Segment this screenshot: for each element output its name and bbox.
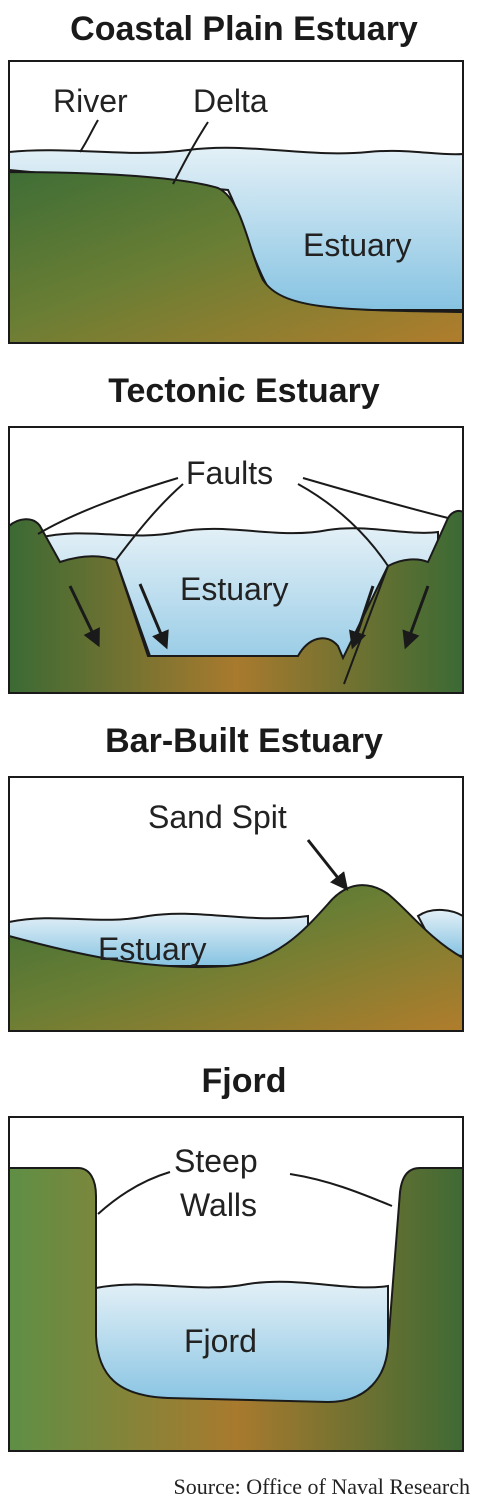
water-body xyxy=(8,912,309,967)
land-mass xyxy=(8,170,464,344)
land-mass xyxy=(8,1167,464,1452)
panel-title-fjord: Fjord xyxy=(201,1062,287,1100)
down-arrow xyxy=(402,585,430,650)
label-delta: Delta xyxy=(193,83,268,119)
panel-title-tectonic: Tectonic Estuary xyxy=(108,372,380,410)
label-estuary: Estuary xyxy=(180,571,288,607)
delta-pointer xyxy=(172,121,209,185)
panel-title-coastal-plain: Coastal Plain Estuary xyxy=(70,10,418,48)
water-body xyxy=(95,1280,389,1407)
fault-pointer xyxy=(37,477,179,535)
wall-pointer xyxy=(289,1173,393,1207)
panel-title-bar-built: Bar-Built Estuary xyxy=(105,722,383,760)
label-sand-spit: Sand Spit xyxy=(148,799,287,835)
label-faults: Faults xyxy=(186,455,273,491)
down-arrow xyxy=(138,583,169,650)
source-credit: Source: Office of Naval Research xyxy=(173,1474,470,1499)
label-river: River xyxy=(53,83,128,119)
panel-bar-built: Sand Spit Estuary xyxy=(8,776,464,1032)
fault-line xyxy=(343,565,389,685)
fault-line xyxy=(115,559,151,657)
land-mass xyxy=(8,884,464,1032)
river-pointer xyxy=(79,119,99,153)
panel-coastal-plain: River Delta Estuary xyxy=(8,60,464,344)
fault-pointer xyxy=(115,483,184,561)
label-estuary: Estuary xyxy=(303,227,411,263)
label-steep: Steep xyxy=(174,1143,258,1179)
fault-pointer xyxy=(297,483,389,567)
down-arrow xyxy=(68,585,100,648)
down-arrow xyxy=(349,585,375,650)
wall-pointer xyxy=(97,1171,171,1215)
panel-tectonic: Faults Estuary xyxy=(8,426,464,694)
spit-pointer xyxy=(306,839,349,891)
label-fjord: Fjord xyxy=(184,1323,257,1359)
fault-pointer xyxy=(302,477,449,519)
label-estuary: Estuary xyxy=(98,931,206,967)
panel-fjord: Steep Walls Fjord xyxy=(8,1116,464,1452)
label-walls: Walls xyxy=(180,1187,257,1223)
water-body xyxy=(416,909,464,958)
